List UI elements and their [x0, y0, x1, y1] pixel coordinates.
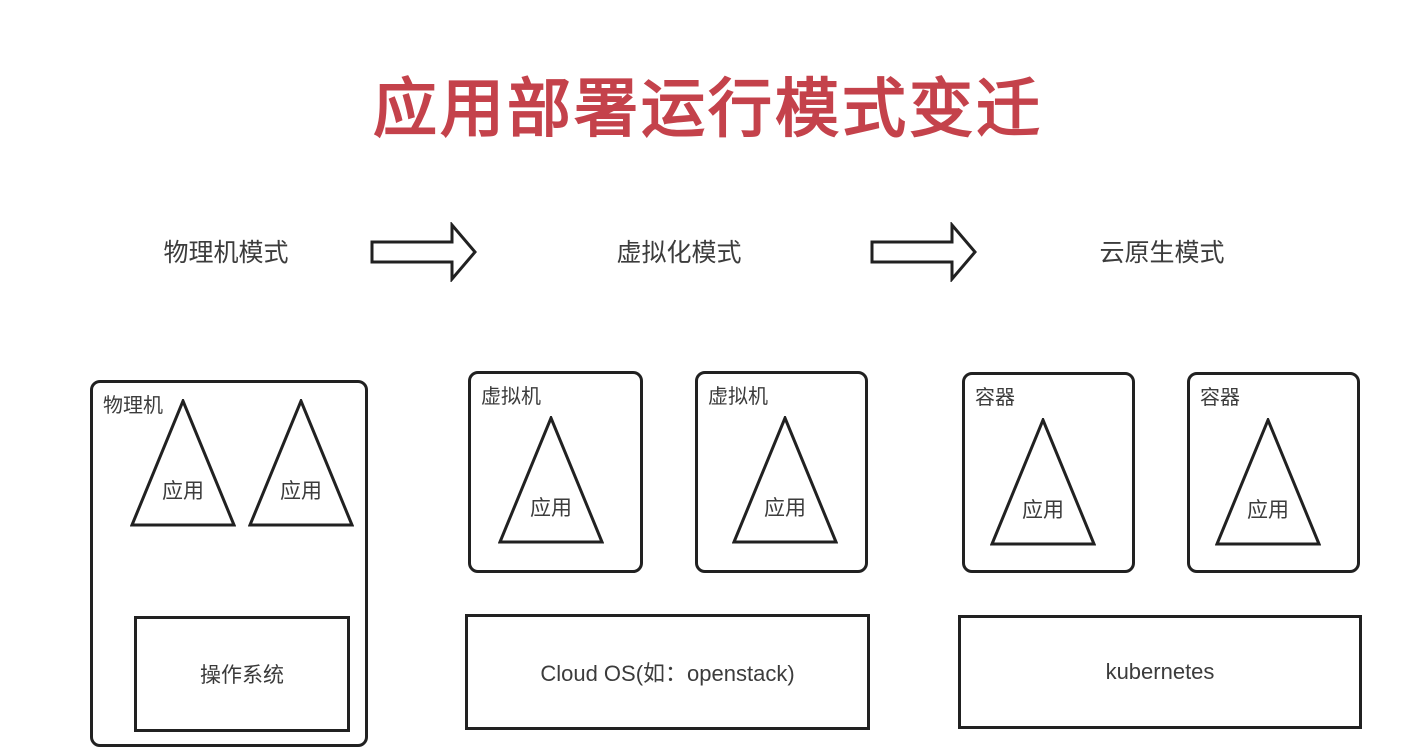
virtual-machine-box: 虚拟机 应用	[695, 371, 868, 573]
stage-label-virtualization: 虚拟化模式	[616, 239, 742, 267]
stage-label-physical: 物理机模式	[163, 239, 289, 267]
container-label: 容器	[975, 387, 1015, 409]
virtual-machine-label: 虚拟机	[481, 386, 541, 408]
virtual-machine-box: 虚拟机 应用	[468, 371, 643, 573]
app-label: 应用	[764, 497, 806, 520]
app-triangle: 应用	[732, 416, 838, 544]
operating-system-box: 操作系统	[134, 616, 350, 732]
app-triangle: 应用	[1215, 418, 1321, 546]
app-label: 应用	[1022, 499, 1064, 522]
app-label: 应用	[162, 480, 204, 503]
app-label: 应用	[530, 497, 572, 520]
page-title: 应用部署运行模式变迁	[373, 73, 1043, 145]
cloud-os-box: Cloud OS(如：openstack)	[465, 614, 870, 730]
physical-machine-box: 物理机 应用 应用 操作系统	[90, 380, 368, 747]
kubernetes-box: kubernetes	[958, 615, 1362, 729]
triangle-icon	[990, 418, 1096, 546]
container-box: 容器 应用	[962, 372, 1135, 573]
physical-machine-label: 物理机	[103, 395, 163, 417]
triangle-icon	[732, 416, 838, 544]
app-triangle: 应用	[990, 418, 1096, 546]
triangle-icon	[248, 399, 354, 527]
app-triangle: 应用	[130, 399, 236, 527]
operating-system-label: 操作系统	[200, 664, 284, 687]
app-triangle: 应用	[498, 416, 604, 544]
app-triangle: 应用	[248, 399, 354, 527]
stage-label-cloud-native: 云原生模式	[1099, 239, 1225, 267]
container-label: 容器	[1200, 387, 1240, 409]
kubernetes-label: kubernetes	[1105, 659, 1215, 684]
container-box: 容器 应用	[1187, 372, 1360, 573]
cloud-os-label: Cloud OS(如：openstack)	[540, 661, 795, 686]
arrow-right-icon	[870, 222, 977, 282]
triangle-icon	[130, 399, 236, 527]
arrow-right-icon	[370, 222, 477, 282]
virtual-machine-label: 虚拟机	[708, 386, 768, 408]
triangle-icon	[498, 416, 604, 544]
triangle-icon	[1215, 418, 1321, 546]
app-label: 应用	[1247, 499, 1289, 522]
app-label: 应用	[280, 480, 322, 503]
